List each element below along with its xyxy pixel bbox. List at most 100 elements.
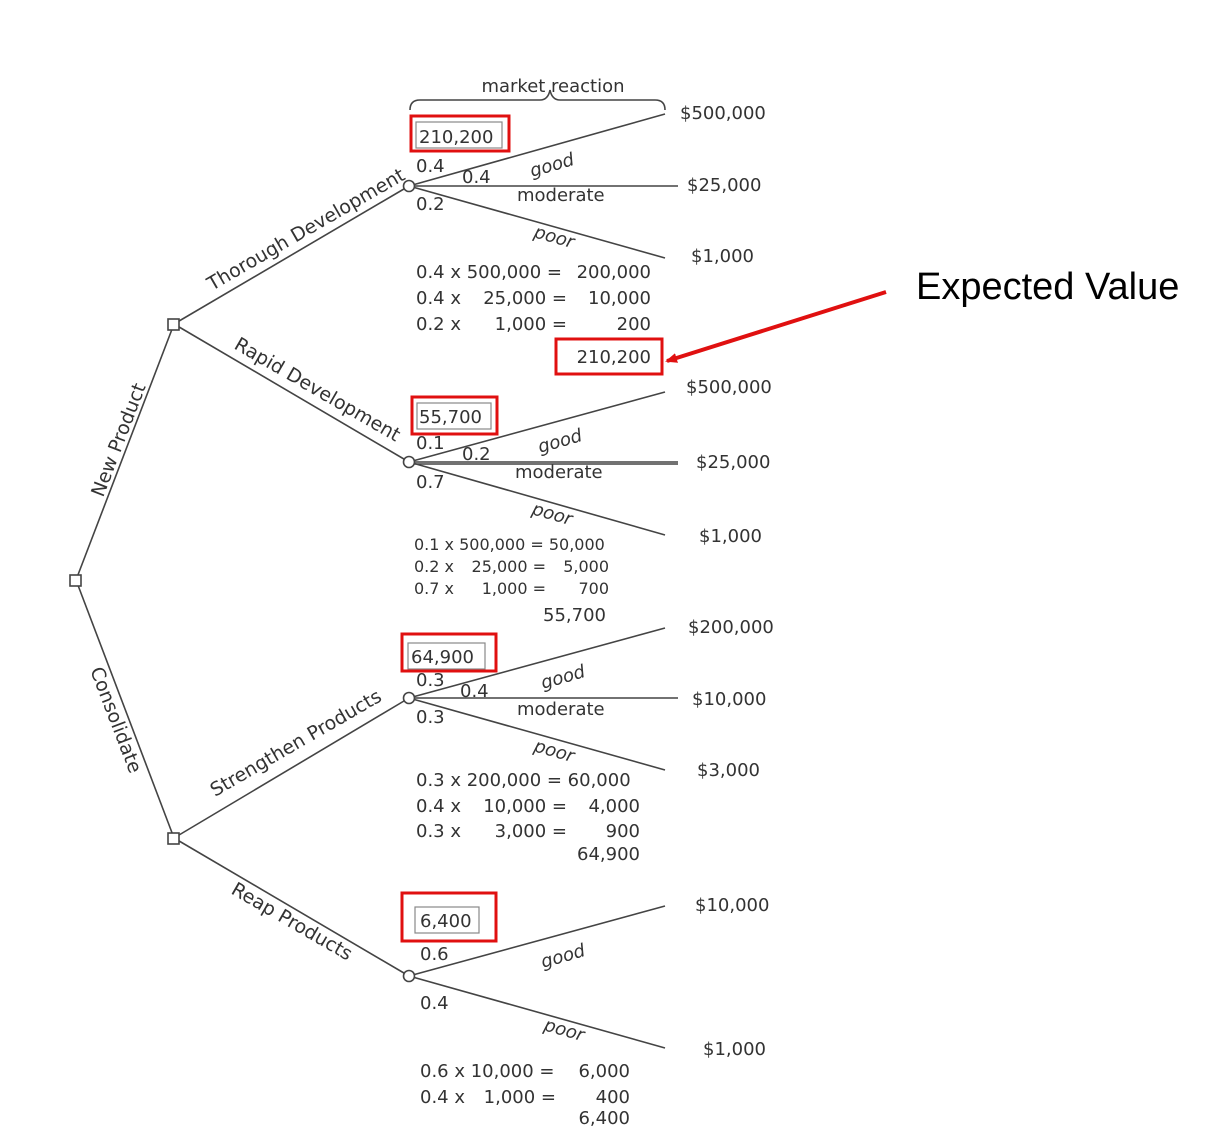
svg-text:10,000: 10,000	[588, 288, 651, 309]
chance-node-strengthen	[402, 691, 416, 705]
payoff-rapid-good: $500,000	[686, 377, 772, 398]
edge-reap	[173, 837, 410, 977]
svg-text:400: 400	[596, 1087, 630, 1108]
calc-thorough-row3: 0.2 x	[416, 314, 461, 335]
group-rapid: 55,700 0.1 0.2 0.7 good moderate poor $5…	[410, 377, 772, 626]
total-reap: 6,400	[578, 1108, 630, 1127]
total-rapid: 55,700	[543, 605, 606, 626]
edge-thorough	[173, 185, 410, 325]
svg-text:1,000 =: 1,000 =	[484, 1087, 556, 1108]
group-thorough: 210,200 0.4 0.4 0.2 good moderate poor $…	[409, 103, 766, 376]
svg-text:4,000: 4,000	[588, 796, 640, 817]
outcome-thorough-moderate: moderate	[517, 185, 605, 206]
prob-thorough-moderate: 0.4	[462, 167, 491, 188]
svg-text:200,000: 200,000	[577, 262, 651, 283]
label-new-product: New Product	[87, 380, 150, 500]
svg-text:5,000: 5,000	[563, 557, 609, 576]
svg-text:1,000 =: 1,000 =	[482, 579, 546, 598]
label-rapid-development: Rapid Development	[231, 333, 405, 446]
payoff-strengthen-moderate: $10,000	[692, 689, 766, 710]
outcome-rapid-good: good	[536, 425, 585, 458]
chance-node-reap	[402, 969, 416, 983]
calc-rapid-row1: 0.1 x 500,000 = 50,000	[414, 535, 605, 554]
prob-rapid-poor: 0.7	[416, 472, 445, 493]
label-reap-products: Reap Products	[228, 878, 357, 965]
edge-rapid-poor	[408, 461, 666, 536]
label-strengthen-products: Strengthen Products	[207, 685, 386, 801]
prob-strengthen-good: 0.3	[416, 670, 445, 691]
decision-node-root	[69, 574, 82, 587]
chance-node-rapid	[402, 455, 416, 469]
svg-text:25,000 =: 25,000 =	[472, 557, 546, 576]
ev-value-rapid: 55,700	[419, 407, 482, 428]
total-thorough: 210,200	[577, 347, 651, 368]
svg-text:200: 200	[617, 314, 651, 335]
svg-text:900: 900	[606, 821, 640, 842]
prob-reap-good: 0.6	[420, 944, 449, 965]
outcome-strengthen-moderate: moderate	[517, 699, 605, 720]
market-reaction-label: market reaction	[481, 76, 624, 97]
total-strengthen: 64,900	[577, 844, 640, 865]
calc-thorough-row1: 0.4 x 500,000 =	[416, 262, 562, 283]
prob-thorough-good: 0.4	[416, 156, 445, 177]
highlight-box-rapid	[410, 395, 499, 436]
edge-strengthen-good	[408, 627, 666, 699]
outcome-strengthen-poor: poor	[531, 735, 579, 767]
ev-inner-box-strengthen	[407, 642, 486, 670]
edge-consolidate	[75, 579, 175, 839]
svg-text:25,000 =: 25,000 =	[483, 288, 567, 309]
payoff-rapid-moderate: $25,000	[696, 452, 770, 473]
prob-thorough-poor: 0.2	[416, 194, 445, 215]
edge-rapid-good	[408, 391, 666, 463]
group-strengthen: 64,900 0.3 0.4 0.3 good moderate poor $2…	[400, 617, 774, 865]
payoff-strengthen-poor: $3,000	[697, 760, 760, 781]
svg-text:700: 700	[578, 579, 609, 598]
edge-reap-poor	[408, 975, 666, 1049]
svg-text:10,000 =: 10,000 =	[483, 796, 567, 817]
highlight-box-strengthen	[400, 632, 498, 673]
calc-reap-row2: 0.4 x	[420, 1087, 465, 1108]
calc-thorough-row2: 0.4 x	[416, 288, 461, 309]
outcome-thorough-poor: poor	[531, 221, 579, 253]
svg-text:3,000 =: 3,000 =	[495, 821, 567, 842]
prob-rapid-moderate: 0.2	[462, 444, 491, 465]
edge-new-product	[75, 323, 175, 581]
chance-node-thorough	[402, 179, 416, 193]
outcome-reap-good: good	[539, 940, 588, 973]
label-thorough-development: Thorough Development	[203, 164, 409, 296]
ev-inner-box-rapid	[416, 402, 492, 430]
payoff-strengthen-good: $200,000	[688, 617, 774, 638]
edge-strengthen-poor	[408, 697, 666, 771]
edge-reap-good	[408, 905, 666, 977]
prob-rapid-good: 0.1	[416, 433, 445, 454]
ev-value-reap: 6,400	[420, 911, 472, 932]
prob-strengthen-moderate: 0.4	[460, 681, 489, 702]
payoff-thorough-moderate: $25,000	[687, 175, 761, 196]
ev-inner-box-thorough	[415, 121, 503, 149]
calc-rapid-row2: 0.2 x	[414, 557, 454, 576]
prob-strengthen-poor: 0.3	[416, 707, 445, 728]
ev-value-thorough: 210,200	[419, 127, 493, 148]
outcome-reap-poor: poor	[541, 1014, 589, 1046]
payoff-reap-poor: $1,000	[703, 1039, 766, 1060]
payoff-thorough-good: $500,000	[680, 103, 766, 124]
edge-thorough-good	[408, 113, 666, 187]
svg-text:1,000 =: 1,000 =	[495, 314, 567, 335]
label-consolidate: Consolidate	[85, 664, 146, 776]
outcome-strengthen-good: good	[539, 661, 588, 694]
outcome-rapid-moderate: moderate	[515, 462, 603, 483]
ev-inner-box-reap	[414, 906, 480, 934]
tree-edges	[75, 89, 678, 1049]
highlight-box-thorough	[409, 114, 511, 153]
edge-rapid	[173, 323, 410, 463]
calc-reap-row1: 0.6 x 10,000 =	[420, 1061, 555, 1082]
ev-value-strengthen: 64,900	[411, 647, 474, 668]
market-reaction-brace	[409, 89, 666, 111]
expected-value-label: Expected Value	[916, 266, 1179, 308]
edge-strengthen	[173, 697, 410, 839]
calc-rapid-row3: 0.7 x	[414, 579, 454, 598]
group-reap: 6,400 0.6 0.4 good poor $10,000 $1,000 0…	[400, 891, 769, 1127]
payoff-rapid-poor: $1,000	[699, 526, 762, 547]
